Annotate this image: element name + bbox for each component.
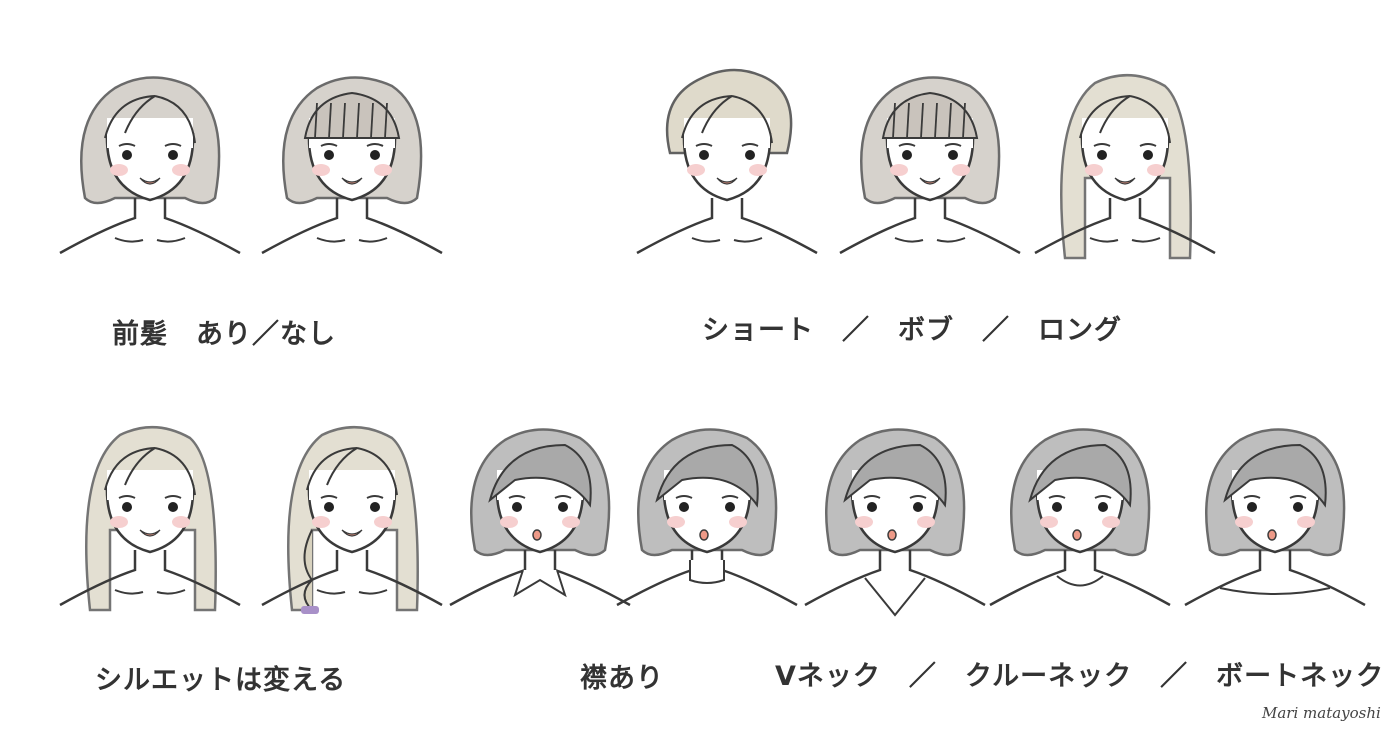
figure-short <box>632 58 822 268</box>
figure-collar-2 <box>612 410 802 620</box>
face-illustration <box>989 428 1171 607</box>
figure-bangs <box>257 58 447 268</box>
figure-v-neck <box>800 410 990 620</box>
face-illustration <box>636 68 818 255</box>
figure-collar-1 <box>445 410 635 620</box>
face-illustration <box>1034 73 1216 260</box>
face-illustration <box>59 425 241 612</box>
artist-signature: Mari matayoshi <box>1262 704 1381 722</box>
face-illustration <box>59 76 241 255</box>
figure-braid <box>257 410 447 620</box>
face-illustration <box>449 428 631 607</box>
figure-bob <box>835 58 1025 268</box>
figure-boat-neck <box>1180 410 1370 620</box>
bangs-label: 前髪 あり／なし <box>112 319 336 350</box>
figure-long-straight <box>55 410 245 620</box>
silhouette-label: シルエットは変える <box>95 665 347 696</box>
necklines-label: Vネック ／ クルーネック ／ ボートネック <box>775 661 1385 692</box>
face-illustration <box>616 428 798 607</box>
lengths-label: ショート ／ ボブ ／ ロング <box>702 315 1122 346</box>
face-illustration <box>839 76 1021 255</box>
collar-label: 襟あり <box>580 663 664 694</box>
figure-no-bangs <box>55 58 245 268</box>
face-illustration <box>1184 428 1366 607</box>
figure-long <box>1030 58 1220 268</box>
face-illustration <box>261 76 443 255</box>
face-illustration <box>804 428 986 617</box>
figure-crew-neck <box>985 410 1175 620</box>
face-illustration <box>261 425 443 614</box>
